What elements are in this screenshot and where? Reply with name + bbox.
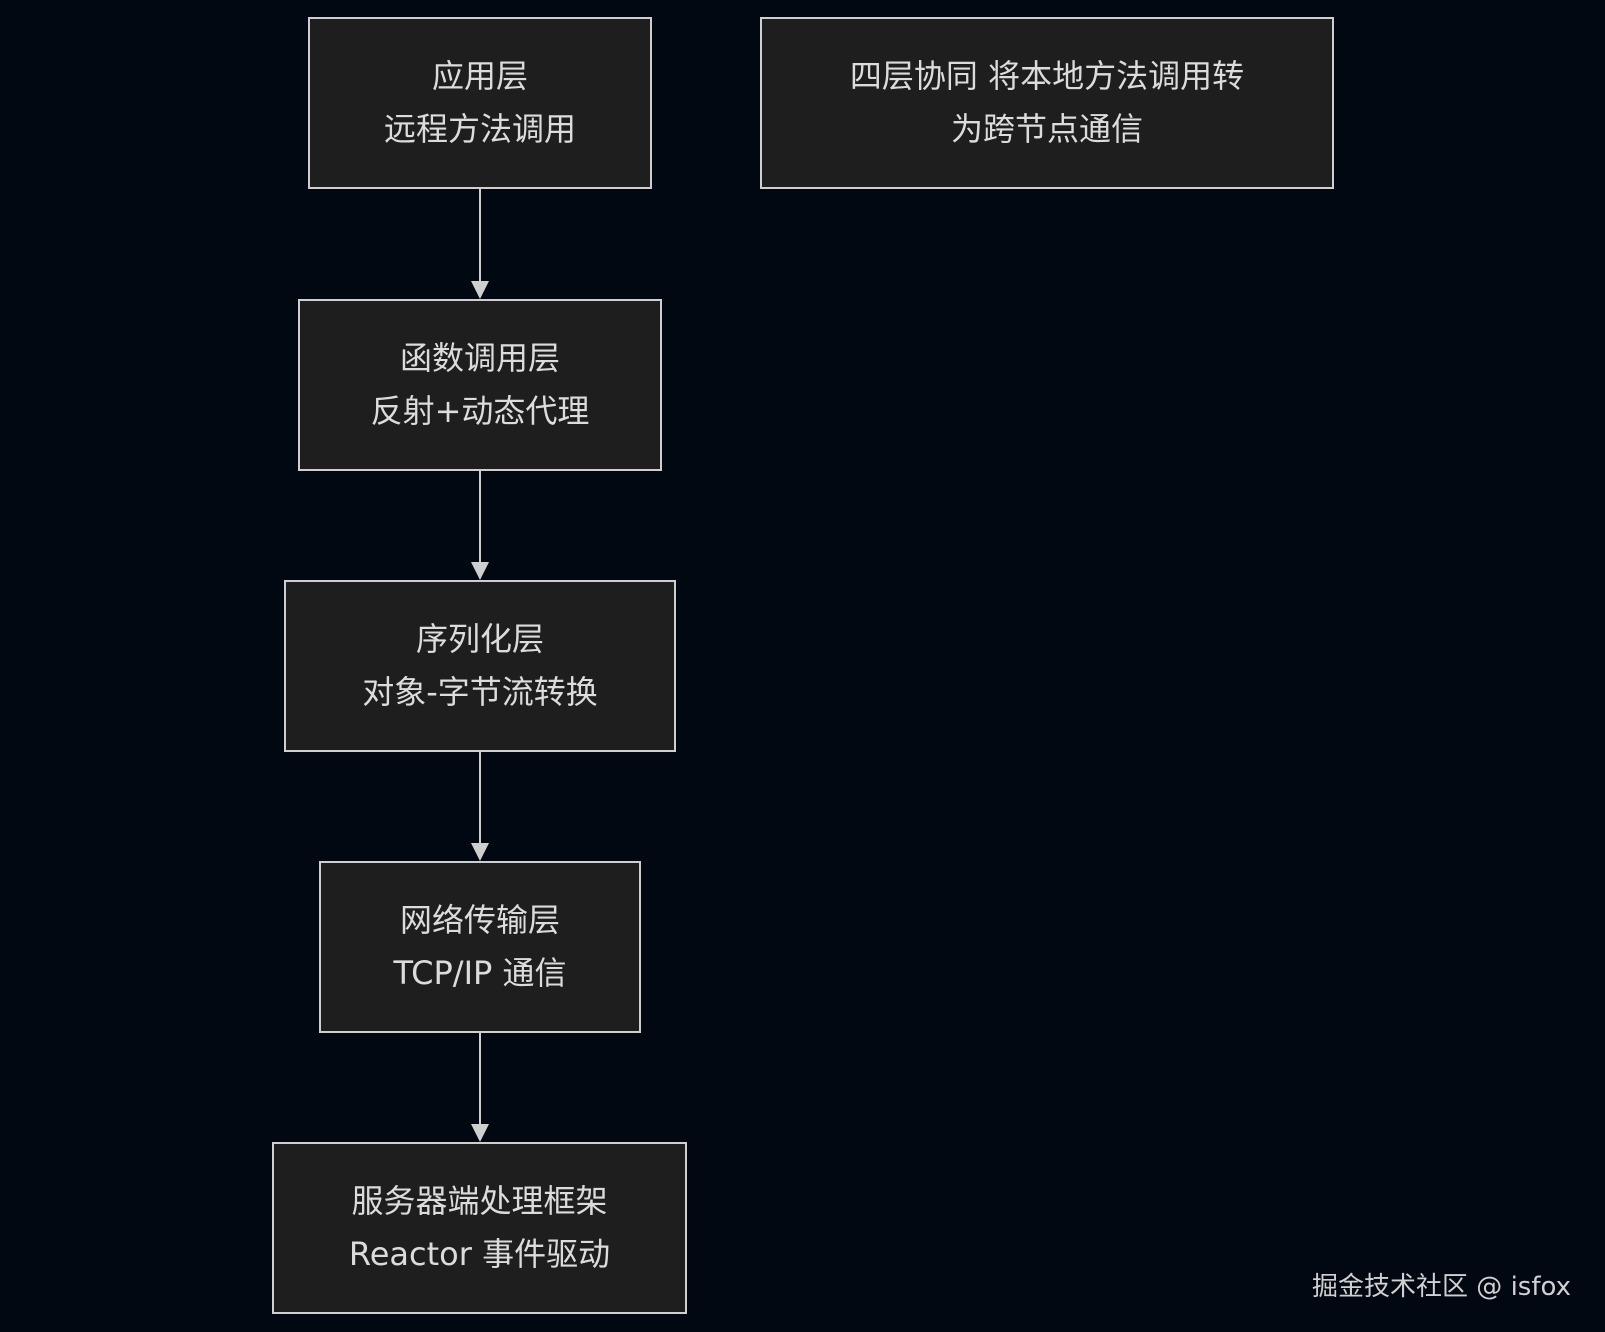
- edge-arrowhead-4: [471, 1124, 489, 1142]
- node-application-layer: 应用层 远程方法调用: [308, 17, 652, 189]
- edge-arrowhead-1: [471, 281, 489, 299]
- node-subtitle: 反射+动态代理: [370, 392, 590, 430]
- node-title: 服务器端处理框架: [351, 1182, 608, 1220]
- node-title: 序列化层: [415, 620, 544, 658]
- node-title: 网络传输层: [399, 901, 560, 939]
- node-server-processing-framework: 服务器端处理框架 Reactor 事件驱动: [272, 1142, 687, 1314]
- node-subtitle: 对象-字节流转换: [362, 673, 598, 711]
- node-subtitle: 远程方法调用: [383, 110, 576, 148]
- watermark: 掘金技术社区 @ isfox: [1312, 1272, 1571, 1302]
- node-serialization-layer: 序列化层 对象-字节流转换: [284, 580, 676, 752]
- edge-arrowhead-3: [471, 843, 489, 861]
- note-box: 四层协同 将本地方法调用转 为跨节点通信: [760, 17, 1334, 189]
- note-line-2: 为跨节点通信: [950, 110, 1143, 148]
- node-title: 函数调用层: [399, 339, 560, 377]
- node-function-call-layer: 函数调用层 反射+动态代理: [298, 299, 662, 471]
- edge-arrowhead-2: [471, 562, 489, 580]
- node-title: 应用层: [431, 57, 528, 95]
- note-line-1: 四层协同 将本地方法调用转: [849, 57, 1245, 95]
- node-subtitle: Reactor 事件驱动: [348, 1235, 611, 1273]
- node-subtitle: TCP/IP 通信: [393, 954, 567, 992]
- node-network-transport-layer: 网络传输层 TCP/IP 通信: [319, 861, 641, 1033]
